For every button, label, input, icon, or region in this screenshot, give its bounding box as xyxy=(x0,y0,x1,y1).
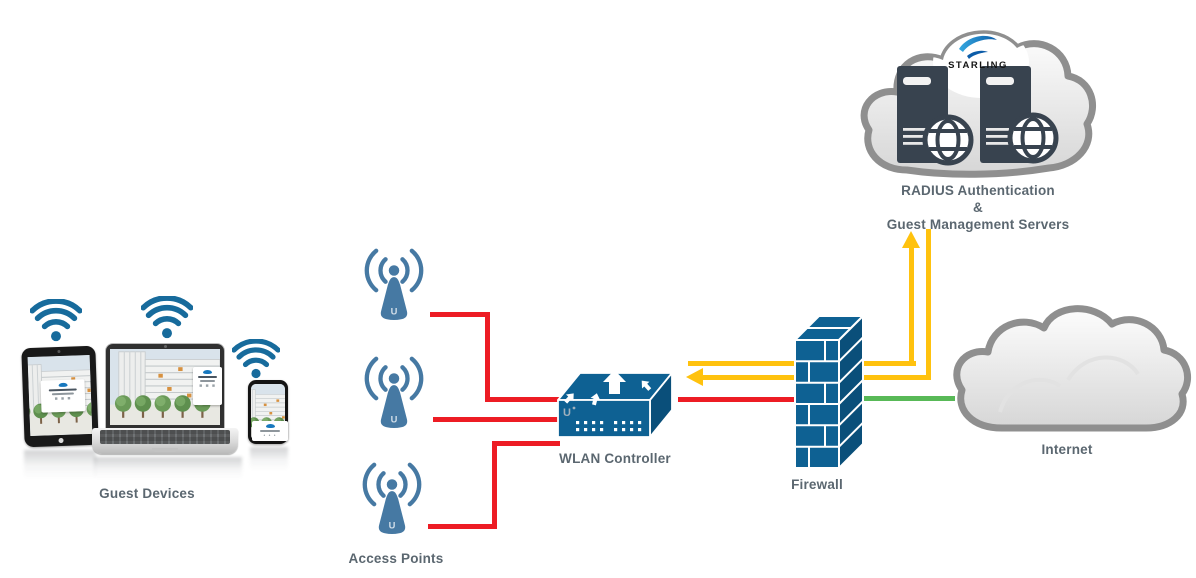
starling-logo-text: STARLING xyxy=(948,60,1008,71)
portal-text-line xyxy=(48,388,77,392)
laptop-screen: ■ ■ ■ xyxy=(106,344,224,428)
portal-text-line xyxy=(198,376,217,378)
laptop-camera xyxy=(164,345,167,348)
portal-text-line xyxy=(260,430,280,432)
portal-text-line xyxy=(200,380,215,382)
portal-logo xyxy=(265,424,275,428)
tablet-camera xyxy=(57,349,61,354)
globe-icon-2 xyxy=(1007,112,1059,164)
controller-top-arrows xyxy=(564,370,652,406)
internet-cloud xyxy=(953,305,1192,432)
wifi-icon-phone xyxy=(232,339,280,380)
laptop-reflection xyxy=(94,457,242,483)
controller-u-logo: U xyxy=(563,407,571,419)
link-ap1-controller-seg1 xyxy=(430,312,490,317)
link-firewall-internet xyxy=(860,396,955,401)
guest-devices-label: Guest Devices xyxy=(99,486,195,501)
firewall-label: Firewall xyxy=(791,477,843,492)
laptop-portal-card: ■ ■ ■ xyxy=(193,367,222,405)
radius-label-line1: RADIUS Authentication xyxy=(901,183,1055,198)
access-points-label: Access Points xyxy=(348,551,444,566)
radius-label-line3: Guest Management Servers xyxy=(886,217,1070,232)
link-ap1-controller-seg2 xyxy=(485,312,490,402)
laptop-base xyxy=(92,428,238,454)
tablet-device: ■ ■ ■ xyxy=(21,345,99,448)
wlan-controller: U xyxy=(557,370,673,438)
portal-logo xyxy=(203,370,212,374)
globe-icon-1 xyxy=(922,114,974,166)
link-controller-firewall xyxy=(678,397,798,402)
link-ap3-controller-seg1 xyxy=(428,524,497,529)
smartphone-device: • • • xyxy=(248,380,288,444)
phone-portal-card: • • • xyxy=(252,421,288,441)
link-radius-controller-v xyxy=(926,229,931,380)
access-point-3 xyxy=(350,462,434,552)
portal-buttons: ■ ■ ■ xyxy=(199,383,216,389)
link-controller-radius-v xyxy=(909,247,914,366)
portal-buttons: • • • xyxy=(263,433,277,439)
link-ap3-controller-seg3 xyxy=(492,441,560,446)
tablet-reflection xyxy=(24,450,96,484)
firewall xyxy=(794,315,864,469)
access-point-2 xyxy=(352,356,436,446)
tablet-home-button xyxy=(58,437,64,444)
laptop-keyboard xyxy=(100,430,230,444)
link-ap1-controller-seg3 xyxy=(485,397,560,402)
radius-cloud: STARLING xyxy=(860,30,1097,178)
controller-ports xyxy=(576,421,642,432)
portal-buttons: ■ ■ ■ xyxy=(54,395,72,403)
arrowhead-to-radius xyxy=(902,231,920,248)
wifi-icon-tablet xyxy=(30,299,82,343)
phone-reflection xyxy=(250,447,288,475)
wifi-icon-laptop xyxy=(141,296,193,340)
starling-logo: STARLING xyxy=(948,35,1008,71)
portal-logo xyxy=(58,382,68,388)
radius-label-line2: & xyxy=(973,200,983,215)
access-point-1 xyxy=(352,248,436,338)
link-ap3-controller-seg2 xyxy=(492,441,497,529)
laptop-notch xyxy=(152,448,178,452)
internet-label: Internet xyxy=(1041,442,1093,457)
link-ap2-controller xyxy=(433,417,560,422)
arrowhead-to-controller xyxy=(686,368,703,386)
wlan-controller-label: WLAN Controller xyxy=(559,451,671,466)
tablet-portal-card: ■ ■ ■ xyxy=(40,379,86,413)
